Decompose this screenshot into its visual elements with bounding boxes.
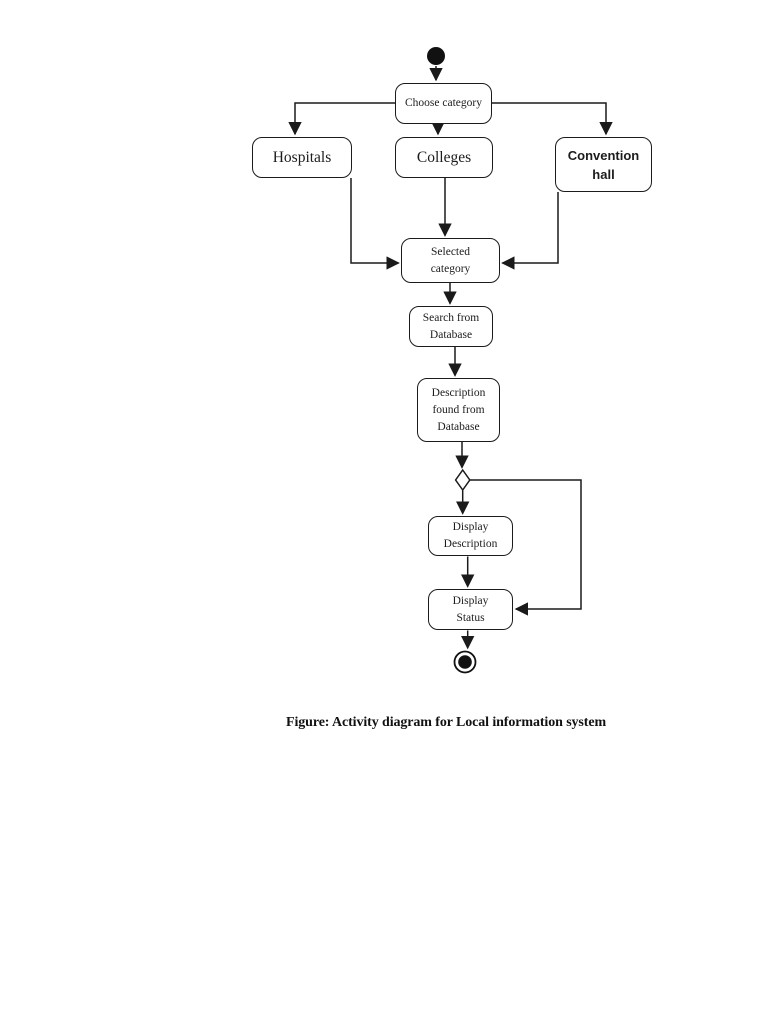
activity-node-description-found-from-database: Description found from Database [417,378,500,442]
edge-choose-to-hospitals [288,102,395,136]
activity-node-search-from-database: Search from Database [409,306,493,347]
node-label: Colleges [416,149,472,166]
activity-node-colleges: Colleges [395,137,493,178]
activity-node-hospitals: Hospitals [252,137,352,178]
decision-diamond [454,468,471,492]
final-node-inner-dot [458,655,472,669]
activity-node-display-status: Display Status [428,589,513,630]
node-label: Display Status [452,594,489,624]
activity-node-selected-category: Selected category [401,238,500,283]
node-label: Description found from Database [431,386,486,433]
activity-node-display-description: Display Description [428,516,513,556]
node-label: Selected category [430,245,471,275]
node-label: Display Description [443,521,498,550]
edge-choose-to-convention-hall [492,102,613,136]
initial-node [427,47,445,65]
node-label: Search from Database [422,311,480,341]
node-label: Convention hall [567,147,640,182]
node-label: Hospitals [272,149,332,166]
figure-caption: Figure: Activity diagram for Local infor… [286,715,607,730]
node-label: Choose category [405,97,482,109]
activity-node-convention-hall: Convention hall [555,137,652,192]
activity-node-choose-category: Choose category [395,83,492,124]
edge-convention-hall-to-selected [501,192,559,270]
edge-decision-to-display-status [470,479,582,616]
edge-hospitals-to-selected [350,178,400,270]
